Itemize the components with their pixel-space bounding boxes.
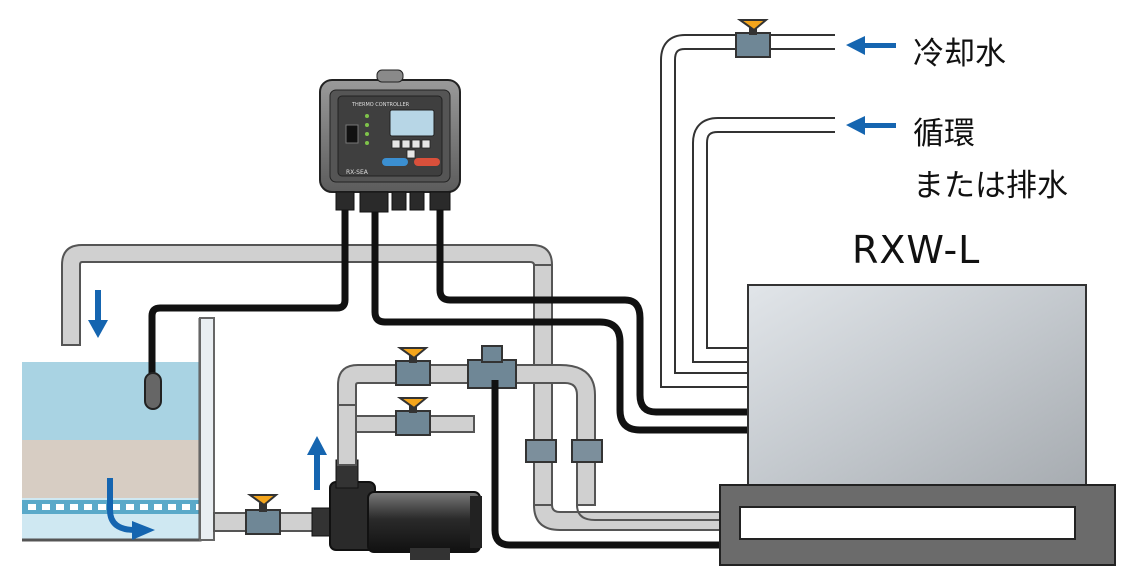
flow-arrow-icon (132, 521, 155, 540)
controller-brand: RX-SEA (346, 169, 369, 176)
drain-line (692, 117, 835, 363)
chiller-body (747, 284, 1087, 486)
bypass-valve-top (395, 347, 431, 386)
valve-handle-icon (736, 19, 769, 32)
tank (22, 317, 215, 542)
controller-glands (335, 191, 451, 213)
discharge-piping (337, 364, 596, 506)
suction-valve (245, 494, 281, 535)
temperature-sensor (144, 372, 162, 410)
cooling-water-label: 冷却水 (913, 36, 1006, 72)
controller-display (389, 109, 435, 137)
controller-buttons[interactable] (391, 139, 431, 159)
flow-arrow-icon (307, 436, 327, 490)
circulation-label: 循環 (913, 116, 975, 152)
controller-cool-button[interactable] (382, 158, 408, 166)
thermo-controller: THERMO CONTROLLER RX-SEA (319, 69, 461, 213)
chiller-unit (719, 284, 1116, 566)
controller-heat-button[interactable] (414, 158, 440, 166)
cooling-water-valve (735, 19, 771, 58)
valve-handle-icon (396, 397, 429, 410)
flow-arrow-icon (88, 290, 108, 338)
chiller-model-label: RXW-L (852, 228, 981, 272)
cable-to-pump (491, 380, 720, 549)
cable-to-chiller-2 (436, 210, 748, 416)
chiller-inlet-piping (532, 504, 721, 531)
valve-handle-icon (246, 494, 279, 507)
cooling-water-line (660, 34, 835, 388)
bypass-valve-lower (395, 397, 431, 436)
pump (329, 459, 482, 560)
controller-indicators (365, 114, 369, 145)
controller-title: THERMO CONTROLLER (351, 102, 410, 108)
cable-to-chiller-1 (371, 210, 748, 434)
controller-power-switch[interactable] (345, 124, 359, 144)
flow-arrow-icon (846, 36, 896, 55)
flow-arrow-icon (846, 116, 896, 135)
tank-sand (22, 440, 208, 498)
sensor-cable (148, 210, 349, 380)
drain-label: または排水 (913, 168, 1068, 204)
tank-water (22, 362, 208, 440)
flow-arrow-icon (107, 478, 136, 533)
tank-wall-right (199, 317, 215, 541)
valve-handle-icon (396, 347, 429, 360)
pipe-unions (525, 439, 603, 463)
chiller-base-slot (739, 506, 1076, 540)
